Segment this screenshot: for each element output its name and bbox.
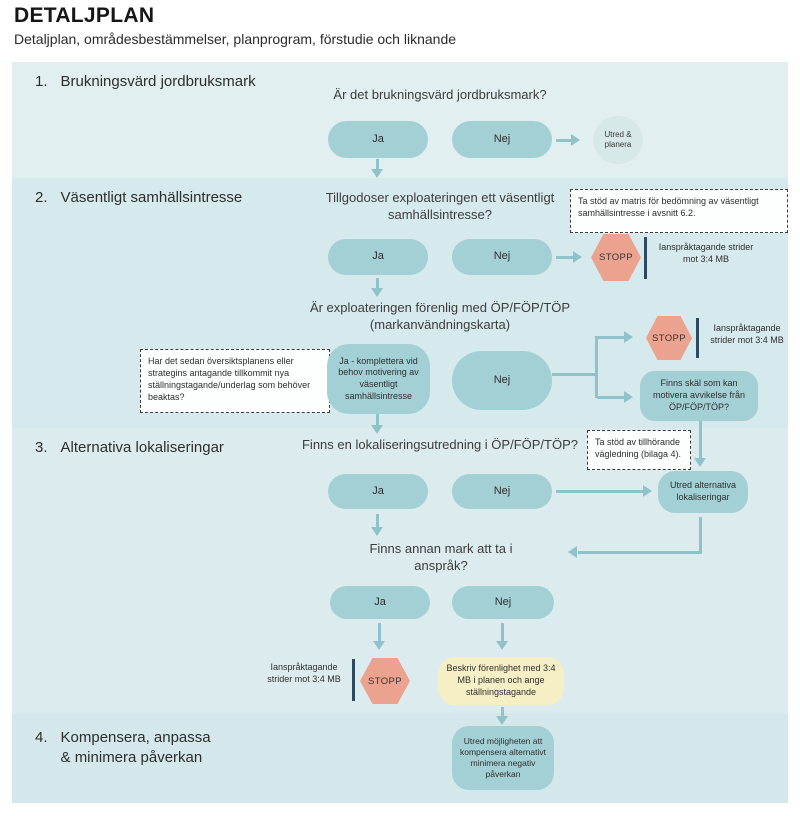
stop-hexagon-3: STOPP [360,658,410,704]
section-1-title: Brukningsvärd jordbruksmark [60,73,256,90]
section-4-title-line1: Kompensera, anpassa [60,729,211,746]
question-samhallsintresse: Tillgodoser exploateringen ett väsentlig… [325,190,555,222]
arrowhead-down-icon [371,527,383,536]
connector-nej3-branch [552,373,596,376]
node-utred-planera: Utred & planera [593,116,643,164]
divider-bar [352,659,355,701]
arrow-finnsskal-down [699,421,702,459]
arrowhead-down-icon [496,641,508,650]
section-3-title: Alternativa lokaliseringar [60,439,224,456]
hint-box-stallningstagande: Har det sedan översiktsplanens eller str… [140,349,330,413]
node-nej-2: Nej [452,239,552,275]
section-4-heading: 4. Kompensera, anpassa & minimera påverk… [35,728,211,769]
arrow-branch-to-avvikelse [597,396,625,399]
section-2-number: 2. [35,189,48,206]
arrow-nej1-to-outcome [556,139,572,142]
node-nej-5: Nej [452,586,554,619]
arrowhead-down-icon [371,425,383,434]
divider-bar [696,318,699,358]
question-annan-mark: Finns annan mark att ta i anspråk? [369,541,513,573]
arrowhead-right-icon [643,485,652,497]
section-4-title: Kompensera, anpassa & minimera påverkan [61,728,211,769]
node-nej-4: Nej [452,474,552,509]
hint-box-vagledning: Ta stöd av tillhörande vägledning (bilag… [587,430,691,470]
node-ja-4: Ja [330,586,430,619]
arrow-beskriv-down [501,707,504,718]
node-nej-3: Nej [452,351,552,410]
arrow-nej4-to-utredalt [556,490,644,493]
arrow-ja2-down [376,278,379,290]
node-ja-komplettera: Ja - komplettera vid behov motivering av… [327,344,430,414]
question-brukningsvard: Är det brukningsvärd jordbruksmark? [333,87,547,102]
arrowhead-down-icon [496,716,508,725]
arrowhead-down-icon [371,288,383,297]
question-forenlig-op: Är exploateringen förenlig med ÖP/FÖP/TÖ… [309,300,571,332]
connector-utredalt-left [578,551,702,554]
node-utred-alternativa: Utred alternativa lokaliseringar [658,471,748,513]
node-nej-1: Nej [452,121,552,158]
arrow-ja3-down [376,514,379,528]
page-subtitle: Detaljplan, områdesbestämmelser, planpro… [14,31,457,47]
node-utred-mojligheten: Utred möjligheten att kompensera alterna… [452,726,554,790]
page-title: DETALJPLAN [14,4,155,27]
stop-hexagon-2: STOPP [646,316,692,360]
stop-note-3: Ianspråktagande strider mot 3:4 MB [267,662,341,685]
connector-branch-vertical [595,336,598,398]
stop-note-2: Ianspråktagande strider mot 3:4 MB [710,323,784,346]
arrow-nej5-down [501,623,504,643]
arrowhead-right-icon [624,331,633,343]
divider-bar [644,237,647,279]
arrow-jakomplettera-down [376,414,379,426]
arrowhead-right-icon [624,391,633,403]
connector-utredalt-down [699,517,702,553]
node-beskriv-forenlighet: Beskriv förenlighet med 3:4 MB i planen … [438,657,564,705]
node-ja-3: Ja [328,474,428,509]
arrowhead-down-icon [694,458,706,467]
section-3-heading: 3. Alternativa lokaliseringar [35,438,224,458]
arrowhead-left-icon [568,546,577,558]
section-2-heading: 2. Väsentligt samhällsintresse [35,188,242,208]
arrow-branch-to-stopp2 [597,336,625,339]
arrowhead-right-icon [571,134,580,146]
node-ja-1: Ja [328,121,428,158]
node-ja-2: Ja [328,239,428,275]
arrow-ja1-down [376,159,379,171]
arrow-nej2-to-stopp [556,256,574,259]
section-3-number: 3. [35,439,48,456]
node-finns-skal: Finns skäl som kan motivera avvikelse fr… [640,371,758,421]
section-1-heading: 1. Brukningsvärd jordbruksmark [35,72,256,92]
section-4-band [12,713,788,803]
section-1-number: 1. [35,73,48,90]
arrowhead-down-icon [371,169,383,178]
stop-note-1: Ianspråktagande strider mot 3:4 MB [658,242,754,265]
section-4-number: 4. [35,729,48,746]
section-1-band [12,62,788,178]
arrowhead-right-icon [573,251,582,263]
arrow-ja4-down [378,623,381,643]
arrowhead-down-icon [373,641,385,650]
section-2-title: Väsentligt samhällsintresse [60,189,243,206]
question-lokaliseringsutredning: Finns en lokaliseringsutredning i ÖP/FÖP… [301,437,578,452]
section-4-title-line2: & minimera påverkan [60,749,203,767]
hint-box-matris: Ta stöd av matris för bedömning av väsen… [570,189,788,233]
